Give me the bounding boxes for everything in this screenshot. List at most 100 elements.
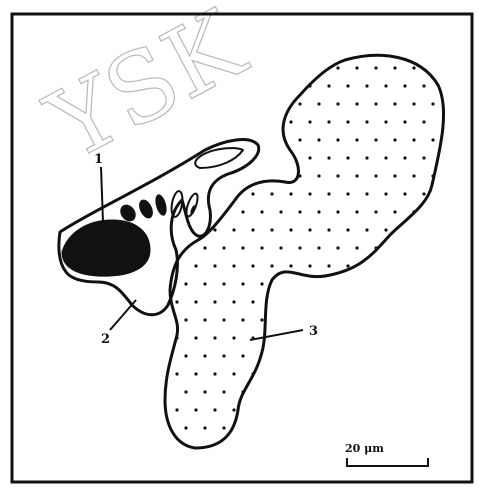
stipple-dot bbox=[308, 192, 311, 195]
stipple-dot bbox=[203, 318, 206, 321]
stipple-dot bbox=[241, 354, 244, 357]
stipple-dot bbox=[346, 192, 349, 195]
stipple-dot bbox=[298, 138, 301, 141]
stipple-dot bbox=[374, 210, 377, 213]
stipple-dot bbox=[222, 390, 225, 393]
stipple-dot bbox=[241, 246, 244, 249]
stipple-dot bbox=[251, 300, 254, 303]
stipple-dot bbox=[412, 138, 415, 141]
stipple-dot bbox=[251, 372, 254, 375]
stipple-dot bbox=[194, 408, 197, 411]
stipple-dot bbox=[365, 192, 368, 195]
stipple-dot bbox=[213, 408, 216, 411]
stipple-dot bbox=[194, 372, 197, 375]
stipple-dot bbox=[241, 318, 244, 321]
stipple-dot bbox=[232, 336, 235, 339]
stipple-dot bbox=[194, 300, 197, 303]
stipple-dot bbox=[317, 102, 320, 105]
stipple-dot bbox=[317, 210, 320, 213]
stipple-dot bbox=[327, 192, 330, 195]
stipple-dot bbox=[279, 246, 282, 249]
stipple-dot bbox=[260, 318, 263, 321]
stipple-dot bbox=[431, 102, 434, 105]
stipple-dot bbox=[260, 246, 263, 249]
stipple-dot bbox=[317, 138, 320, 141]
stipple-dot bbox=[355, 210, 358, 213]
stipple-dot bbox=[384, 228, 387, 231]
stipple-dot bbox=[422, 156, 425, 159]
stipple-dot bbox=[346, 84, 349, 87]
stipple-dot bbox=[355, 246, 358, 249]
stipple-dot bbox=[403, 84, 406, 87]
stipple-dot bbox=[184, 390, 187, 393]
stipple-dot bbox=[393, 102, 396, 105]
stipple-dot bbox=[203, 282, 206, 285]
watermark-text: YSK bbox=[29, 0, 263, 183]
stipple-dot bbox=[355, 138, 358, 141]
stipple-dot bbox=[346, 264, 349, 267]
stipple-dot bbox=[222, 246, 225, 249]
stipple-dot bbox=[289, 264, 292, 267]
stipple-dot bbox=[213, 264, 216, 267]
stipple-dot bbox=[251, 228, 254, 231]
stipple-dot bbox=[393, 138, 396, 141]
stipple-dot bbox=[270, 192, 273, 195]
stipple-dot bbox=[384, 192, 387, 195]
stipple-dot bbox=[298, 102, 301, 105]
stipple-dot bbox=[279, 210, 282, 213]
stipple-dot bbox=[194, 264, 197, 267]
stipple-dot bbox=[241, 282, 244, 285]
stipple-dot bbox=[213, 336, 216, 339]
stipple-dot bbox=[289, 228, 292, 231]
stipple-dot bbox=[222, 354, 225, 357]
stipple-dot bbox=[289, 120, 292, 123]
stipple-dot bbox=[384, 84, 387, 87]
stipple-dot bbox=[270, 228, 273, 231]
leader-line-3 bbox=[250, 330, 303, 340]
stipple-dot bbox=[184, 318, 187, 321]
stipple-dot bbox=[327, 84, 330, 87]
stipple-dot bbox=[308, 156, 311, 159]
label-1: 1 bbox=[94, 152, 103, 167]
stipple-dot bbox=[308, 84, 311, 87]
stipple-dot bbox=[203, 426, 206, 429]
stipple-dot bbox=[270, 264, 273, 267]
stipple-dot bbox=[336, 66, 339, 69]
stipple-dot bbox=[308, 264, 311, 267]
stipple-dot bbox=[184, 354, 187, 357]
black-lens bbox=[136, 197, 155, 220]
stipple-dot bbox=[260, 282, 263, 285]
stipple-dot bbox=[298, 174, 301, 177]
label-2: 2 bbox=[101, 332, 110, 347]
leader-line-1 bbox=[101, 167, 103, 222]
stipple-dot bbox=[365, 228, 368, 231]
stipple-dot bbox=[175, 300, 178, 303]
stipple-dot bbox=[365, 120, 368, 123]
stipple-dot bbox=[365, 156, 368, 159]
stipple-dot bbox=[260, 210, 263, 213]
stipple-dot bbox=[393, 66, 396, 69]
stipple-dot bbox=[403, 156, 406, 159]
stipple-dot bbox=[298, 210, 301, 213]
stipple-dot bbox=[175, 408, 178, 411]
stipple-dot bbox=[241, 390, 244, 393]
stipple-dot bbox=[194, 336, 197, 339]
stipple-dot bbox=[317, 174, 320, 177]
stipple-dot bbox=[374, 138, 377, 141]
stipple-dot bbox=[184, 426, 187, 429]
stipple-dot bbox=[251, 264, 254, 267]
stipple-dot bbox=[213, 372, 216, 375]
stipple-dot bbox=[374, 174, 377, 177]
stipple-dot bbox=[327, 120, 330, 123]
stipple-dot bbox=[203, 354, 206, 357]
stipple-dot bbox=[222, 282, 225, 285]
stipple-dot bbox=[374, 66, 377, 69]
stipple-dot bbox=[422, 192, 425, 195]
stipple-dot bbox=[241, 210, 244, 213]
stipple-dot bbox=[336, 210, 339, 213]
stipple-dot bbox=[346, 156, 349, 159]
stipple-dot bbox=[336, 174, 339, 177]
stipple-dot bbox=[355, 66, 358, 69]
stipple-dot bbox=[431, 138, 434, 141]
